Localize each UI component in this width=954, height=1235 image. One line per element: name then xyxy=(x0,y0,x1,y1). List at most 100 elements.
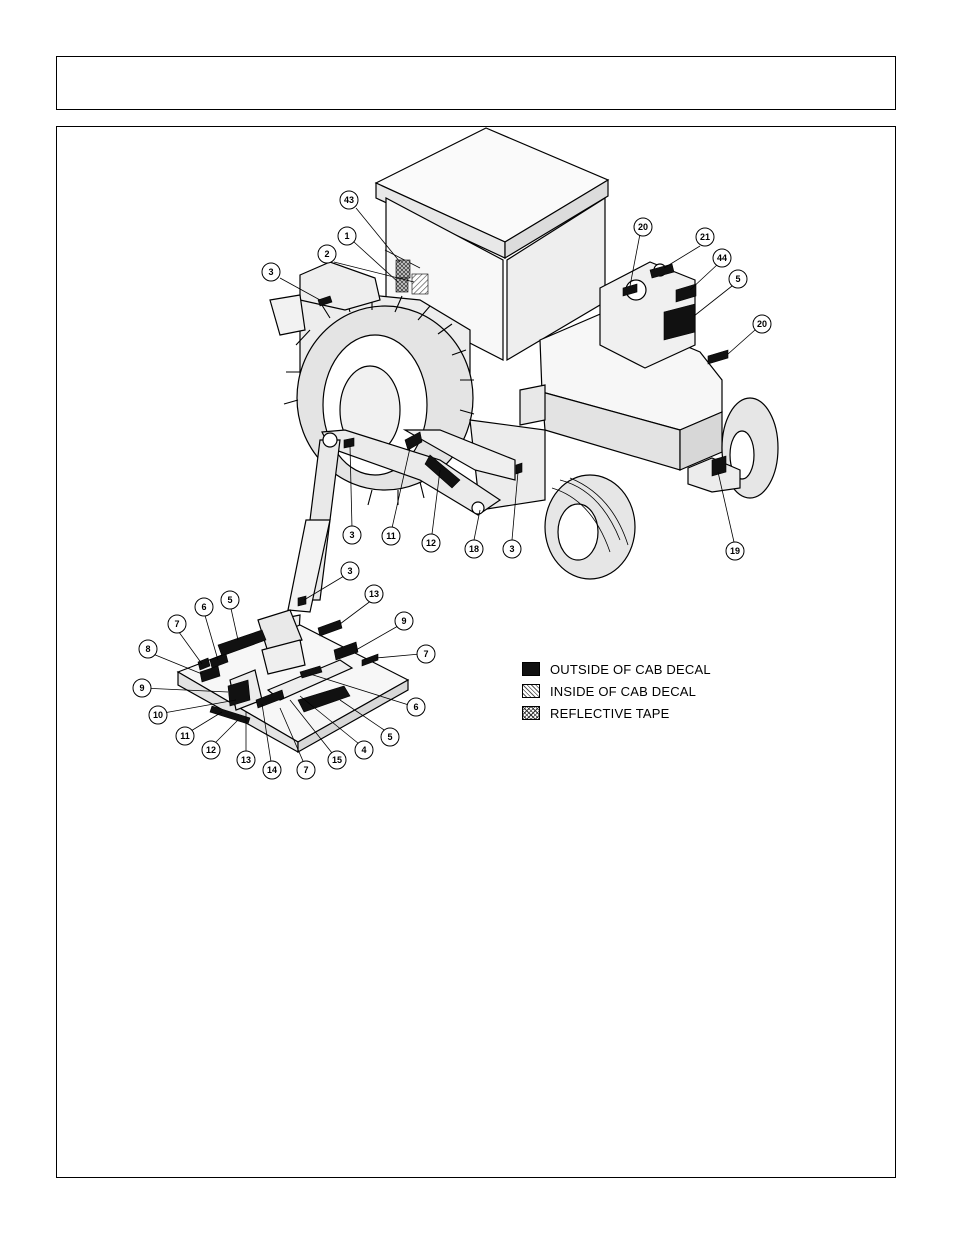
decal-5c xyxy=(297,685,351,713)
svg-text:11: 11 xyxy=(180,731,190,741)
svg-text:13: 13 xyxy=(241,755,251,765)
decal-5a xyxy=(663,303,696,341)
decal-21 xyxy=(649,263,675,279)
leader-lines xyxy=(141,207,756,769)
callout-19: 19 xyxy=(725,541,745,561)
legend-label: REFLECTIVE TAPE xyxy=(550,705,670,721)
svg-text:6: 6 xyxy=(413,702,418,712)
svg-text:20: 20 xyxy=(638,222,648,232)
legend-label: INSIDE OF CAB DECAL xyxy=(550,683,697,699)
callouts: 43 1 2 3 20 21 44 5 20 3 11 12 18 3 19 3… xyxy=(132,190,772,780)
svg-text:3: 3 xyxy=(509,544,514,554)
callout-3: 3 xyxy=(342,525,362,545)
svg-text:19: 19 xyxy=(730,546,740,556)
decal-11b xyxy=(209,705,251,725)
svg-text:4: 4 xyxy=(361,745,366,755)
svg-text:7: 7 xyxy=(303,765,308,775)
svg-text:43: 43 xyxy=(344,195,354,205)
callout-6: 6 xyxy=(406,697,426,717)
header-box xyxy=(56,56,896,110)
svg-text:9: 9 xyxy=(401,616,406,626)
callout-12: 12 xyxy=(201,740,221,760)
decal-1 xyxy=(395,277,409,293)
decal-19 xyxy=(711,455,727,477)
decal-11a xyxy=(404,431,423,451)
svg-text:3: 3 xyxy=(349,530,354,540)
callout-13: 13 xyxy=(236,750,256,770)
callout-9: 9 xyxy=(394,611,414,631)
svg-text:15: 15 xyxy=(332,755,342,765)
decal-3c xyxy=(515,462,523,475)
svg-text:3: 3 xyxy=(268,267,273,277)
callout-1: 1 xyxy=(337,226,357,246)
decal-8 xyxy=(199,665,221,683)
svg-text:5: 5 xyxy=(735,274,740,284)
svg-text:1: 1 xyxy=(344,231,349,241)
decal-6b xyxy=(299,665,323,679)
svg-text:5: 5 xyxy=(387,732,392,742)
callout-9: 9 xyxy=(132,678,152,698)
decal-20a xyxy=(622,283,638,297)
decal-3a xyxy=(317,295,333,307)
svg-text:12: 12 xyxy=(426,538,436,548)
front-tire-left xyxy=(544,474,636,580)
svg-text:12: 12 xyxy=(206,745,216,755)
callout-15: 15 xyxy=(327,750,347,770)
svg-text:13: 13 xyxy=(369,589,379,599)
svg-text:18: 18 xyxy=(469,544,479,554)
callout-5: 5 xyxy=(220,590,240,610)
svg-text:8: 8 xyxy=(145,644,150,654)
svg-text:9: 9 xyxy=(139,683,144,693)
callout-4: 4 xyxy=(354,740,374,760)
decal-6a xyxy=(209,653,229,669)
tractor-illustration xyxy=(269,127,779,653)
decal-14 xyxy=(255,689,285,709)
svg-text:21: 21 xyxy=(700,232,710,242)
callout-6: 6 xyxy=(194,597,214,617)
solid-swatch-icon xyxy=(522,662,540,676)
crosshatch-swatch-icon xyxy=(522,706,540,720)
callout-11: 11 xyxy=(175,726,195,746)
callout-12: 12 xyxy=(421,533,441,553)
decal-2-inside xyxy=(411,273,429,295)
callout-43: 43 xyxy=(339,190,359,210)
callout-2: 2 xyxy=(317,244,337,264)
callout-5: 5 xyxy=(380,727,400,747)
callout-3: 3 xyxy=(502,539,522,559)
diagram-frame xyxy=(56,126,896,1178)
hatch-swatch-icon xyxy=(522,684,540,698)
svg-text:7: 7 xyxy=(174,619,179,629)
decal-13a xyxy=(317,619,343,637)
legend-item-outside-cab: OUTSIDE OF CAB DECAL xyxy=(522,658,711,680)
svg-text:2: 2 xyxy=(324,249,329,259)
decal-10 xyxy=(227,679,251,707)
svg-text:10: 10 xyxy=(153,710,163,720)
callout-3: 3 xyxy=(340,561,360,581)
mower-deck xyxy=(176,609,410,754)
svg-text:44: 44 xyxy=(717,253,727,263)
main-boom xyxy=(321,429,502,516)
decal-3b xyxy=(343,437,355,449)
decals xyxy=(197,259,729,725)
callout-44: 44 xyxy=(712,248,732,268)
decal-12a xyxy=(424,454,461,489)
callout-7: 7 xyxy=(167,614,187,634)
svg-text:14: 14 xyxy=(267,765,277,775)
gearbox xyxy=(257,609,303,653)
callout-7: 7 xyxy=(296,760,316,780)
svg-text:11: 11 xyxy=(386,531,396,541)
decal-7a xyxy=(197,657,211,671)
legend: OUTSIDE OF CAB DECAL INSIDE OF CAB DECAL… xyxy=(522,658,711,724)
cab-side xyxy=(504,178,609,260)
legend-item-inside-cab: INSIDE OF CAB DECAL xyxy=(522,680,711,702)
secondary-boom xyxy=(402,429,516,481)
decal-9a xyxy=(333,641,359,661)
boom-mount xyxy=(299,261,381,311)
svg-text:3: 3 xyxy=(347,566,352,576)
callout-10: 10 xyxy=(148,705,168,725)
svg-text:7: 7 xyxy=(423,649,428,659)
legend-label: OUTSIDE OF CAB DECAL xyxy=(550,661,711,677)
callout-8: 8 xyxy=(138,639,158,659)
callout-3: 3 xyxy=(261,262,281,282)
